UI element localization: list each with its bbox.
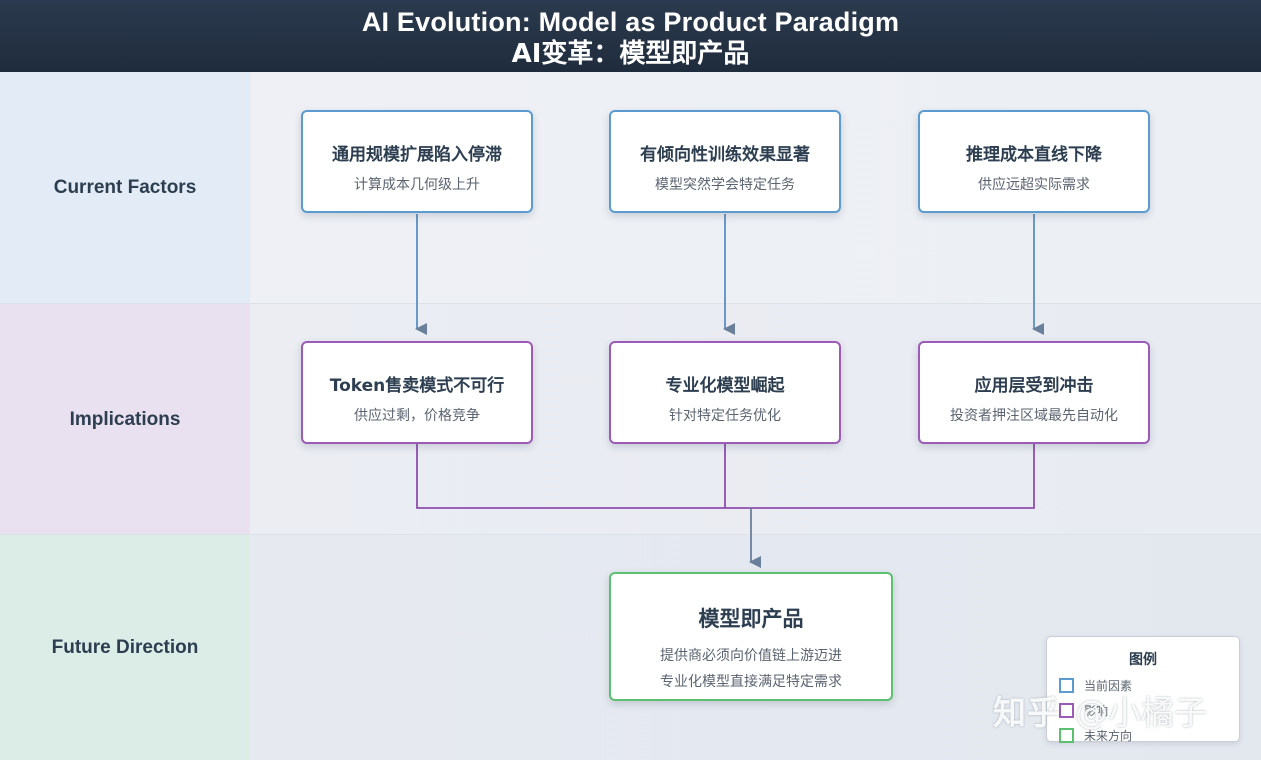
legend-swatch-green (1059, 728, 1074, 743)
future-title: 模型即产品 (698, 607, 804, 631)
box-subtitle: 模型突然学会特定任务 (655, 177, 795, 193)
factor-box-3: 推理成本直线下降 供应远超实际需求 (918, 110, 1150, 213)
row-label: Current Factors (53, 176, 197, 198)
box-title: Token售卖模式不可行 (329, 376, 505, 396)
legend-swatch-blue (1059, 678, 1074, 693)
row-label-panel: Current Factors (0, 72, 250, 303)
box-subtitle: 供应远超实际需求 (978, 177, 1090, 193)
implication-box-1: Token售卖模式不可行 供应过剩，价格竞争 (301, 341, 533, 444)
legend-item-future: 未来方向 (1059, 727, 1132, 744)
zhihu-logo: 知乎 (993, 693, 1061, 732)
title-zh: AI变革：模型即产品 (511, 39, 750, 69)
implication-box-3: 应用层受到冲击 投资者押注区域最先自动化 (918, 341, 1150, 444)
legend-title: 图例 (1129, 652, 1157, 668)
watermark: 知乎 @小橘子 (993, 686, 1207, 734)
box-title: 有倾向性训练效果显著 (640, 145, 810, 165)
legend-swatch-purple (1059, 703, 1074, 718)
box-title: 通用规模扩展陷入停滞 (332, 145, 502, 165)
row-label-panel: Future Direction (0, 535, 250, 760)
box-title: 推理成本直线下降 (966, 145, 1102, 165)
row-label: Implications (69, 408, 181, 430)
row-label-panel: Implications (0, 304, 250, 535)
header: AI Evolution: Model as Product Paradigm … (0, 0, 1261, 72)
legend: 图例 当前因素 影响 未来方向 (1046, 636, 1240, 744)
box-subtitle: 计算成本几何级上升 (354, 177, 480, 193)
future-line-2: 专业化模型直接满足特定需求 (660, 674, 842, 690)
legend-label: 未来方向 (1084, 729, 1133, 743)
title-en: AI Evolution: Model as Product Paradigm (361, 7, 900, 37)
factor-box-2: 有倾向性训练效果显著 模型突然学会特定任务 (609, 110, 841, 213)
box-subtitle: 供应过剩，价格竞争 (354, 408, 480, 424)
implication-box-2: 专业化模型崛起 针对特定任务优化 (609, 341, 841, 444)
box-title: 专业化模型崛起 (665, 376, 785, 396)
box-title: 应用层受到冲击 (974, 376, 1094, 396)
row-label: Future Direction (51, 636, 199, 658)
future-line-1: 提供商必须向价值链上游迈进 (660, 648, 842, 664)
box-subtitle: 针对特定任务优化 (669, 408, 781, 424)
watermark-handle: @小橘子 (1075, 693, 1207, 732)
legend-label: 影响 (1084, 704, 1109, 718)
box-subtitle: 投资者押注区域最先自动化 (950, 408, 1118, 424)
legend-item-current: 当前因素 (1059, 677, 1132, 694)
legend-item-implication: 影响 (1059, 702, 1108, 719)
future-box: 模型即产品 提供商必须向价值链上游迈进 专业化模型直接满足特定需求 (609, 572, 893, 701)
factor-box-1: 通用规模扩展陷入停滞 计算成本几何级上升 (301, 110, 533, 213)
legend-label: 当前因素 (1084, 679, 1133, 693)
